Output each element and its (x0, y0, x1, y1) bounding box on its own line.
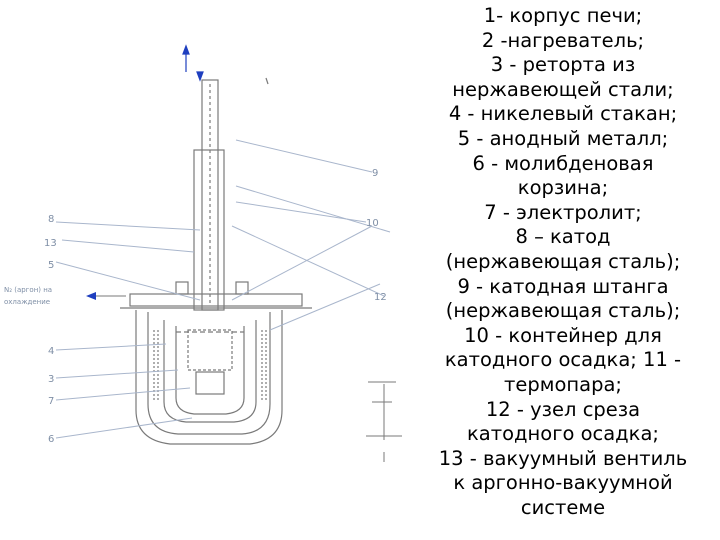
label-4: 4 (48, 346, 54, 357)
leader-13 (61, 239, 195, 253)
retort (175, 326, 245, 415)
leader-3 (55, 369, 179, 379)
rod-top-arrow (196, 71, 204, 82)
leader-12 (269, 283, 381, 331)
leader-10 (231, 225, 373, 301)
legend: 1- корпус печи;2 -нагреватель;3 - реторт… (410, 4, 716, 520)
heater-right (261, 330, 267, 400)
leader-6 (55, 417, 193, 439)
leader-7 (55, 387, 191, 401)
legend-line: 13 - вакуумный вентиль (438, 446, 688, 470)
legend-line: 5 - анодный металл; (457, 126, 669, 150)
flange-bolt-right (235, 281, 249, 295)
legend-line: 3 - реторта из (490, 53, 636, 77)
molybdenum-basket (187, 329, 233, 371)
leader-4 (55, 343, 167, 351)
furnace-diagram: 8 13 5 4 3 7 6 9 10 12 N₂ (аргон) на охл… (4, 44, 402, 462)
legend-line: нержавеющей стали; (452, 77, 674, 101)
legend-line: катодного осадка; 11 - (444, 348, 682, 372)
legend-line: 4 - никелевый стакан; (448, 102, 678, 126)
leader-9 (235, 201, 367, 223)
cathode-container (195, 371, 225, 395)
top-flange (129, 293, 303, 307)
legend-line: системе (520, 495, 606, 519)
legend-line: корзина; (517, 176, 609, 200)
label-5: 5 (48, 260, 54, 271)
label-6: 6 (48, 434, 54, 445)
legend-line: 1- корпус печи; (483, 4, 643, 27)
legend-line: 2 -нагреватель; (481, 28, 645, 52)
legend-line: катодного осадка; (467, 422, 659, 446)
flange-bolt-left (175, 281, 189, 295)
legend-line: 9 - катодная штанга (457, 274, 669, 298)
leader-8 (55, 221, 201, 231)
label-9: 9 (372, 168, 378, 179)
furnace-body (135, 310, 283, 445)
inlet-arrow (86, 292, 96, 300)
label-12: 12 (374, 292, 387, 303)
inlet-text-line-2: охлаждение (4, 298, 50, 306)
label-3: 3 (48, 374, 54, 385)
top-arrow-head (182, 44, 190, 55)
leader-1 (235, 139, 373, 173)
label-7: 7 (48, 396, 54, 407)
label-10: 10 (366, 218, 379, 229)
label-8: 8 (48, 214, 54, 225)
leader-11 (231, 225, 385, 297)
legend-line: 12 - узел среза (485, 397, 641, 421)
legend-line: к аргонно-вакуумной (453, 471, 673, 495)
legend-line: (нержавеющая сталь); (445, 299, 681, 323)
inlet-text-line-1: N₂ (аргон) на (4, 286, 52, 294)
furnace-inner-wall (147, 312, 271, 435)
heater-left (153, 330, 159, 400)
legend-line: 8 – катод (515, 225, 611, 249)
nickel-cup (163, 320, 257, 423)
legend-line: 6 - молибденовая (472, 151, 654, 175)
label-13: 13 (44, 238, 57, 249)
legend-line: 10 - контейнер для (464, 323, 662, 347)
top-tick-right (265, 77, 269, 85)
legend-line: термопара; (504, 372, 622, 396)
leader-2 (235, 185, 391, 233)
legend-line: 7 - электролит; (484, 200, 642, 224)
legend-line: (нержавеющая сталь); (445, 249, 681, 273)
leader-5 (55, 261, 201, 301)
